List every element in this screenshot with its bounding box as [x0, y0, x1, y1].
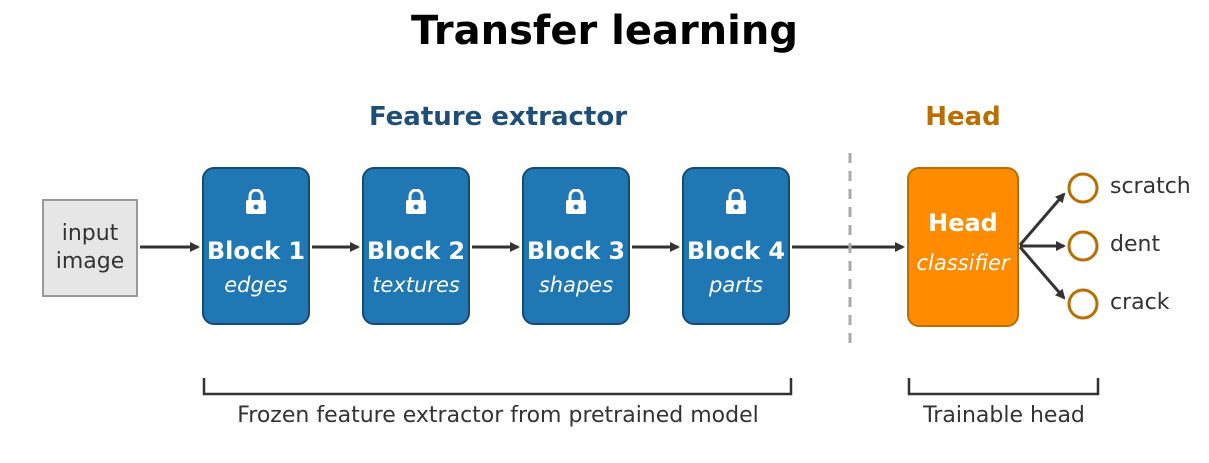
block-name: Block 2 [366, 237, 466, 265]
class-label-scratch: scratch [1110, 174, 1191, 199]
block-4: Block 4 parts [682, 167, 790, 325]
block-feature: parts [708, 273, 763, 297]
class-label-dent: dent [1110, 232, 1161, 257]
lock-icon [404, 188, 428, 217]
block-2: Block 2 textures [362, 167, 470, 325]
arrow-head-crack [1018, 246, 1066, 300]
head-name: Head [928, 209, 998, 237]
input-label-line2: image [55, 249, 125, 274]
lock-icon [244, 188, 268, 217]
block-feature: edges [224, 273, 288, 297]
block-name: Block 4 [686, 237, 786, 265]
class-node-crack [1067, 288, 1099, 320]
feature-extractor-label: Feature extractor [368, 102, 628, 132]
class-label-crack: crack [1110, 290, 1170, 315]
diagram-title: Transfer learning [411, 8, 798, 54]
input-image-box: input image [42, 199, 138, 297]
block-feature: shapes [538, 273, 614, 297]
lock-icon [724, 188, 748, 217]
trainable-caption: Trainable head [923, 403, 1085, 428]
block-feature: textures [372, 273, 460, 297]
class-node-scratch [1067, 172, 1099, 204]
head-sub: classifier [916, 251, 1010, 275]
lock-icon [564, 188, 588, 217]
block-1: Block 1 edges [202, 167, 310, 325]
block-name: Block 1 [206, 237, 306, 265]
frozen-caption: Frozen feature extractor from pretrained… [237, 403, 759, 428]
arrow-head-scratch [1018, 192, 1066, 246]
input-label-line1: input [61, 221, 119, 246]
bracket-frozen [202, 378, 793, 396]
head-classifier-box: Head classifier [907, 167, 1019, 327]
head-section-label: Head [925, 102, 1001, 132]
bracket-trainable [907, 378, 1100, 396]
class-node-dent [1067, 230, 1099, 262]
block-name: Block 3 [526, 237, 626, 265]
block-3: Block 3 shapes [522, 167, 630, 325]
